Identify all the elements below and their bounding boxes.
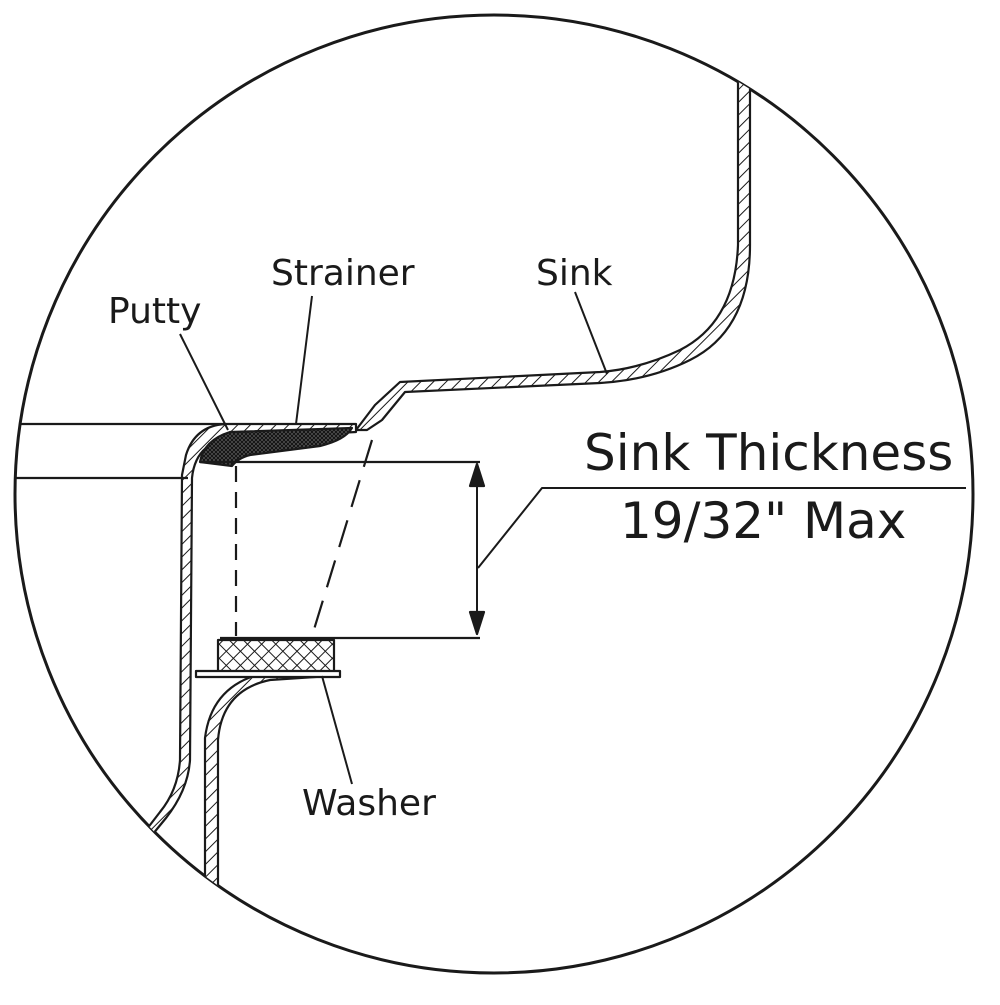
thickness-value: 19/32" Max [620,492,907,550]
dimension-arrow-up [468,462,486,488]
sink-label: Sink [536,253,613,294]
washer-plate [194,669,342,679]
sink-leader-line [574,291,608,375]
putty-layer [198,426,354,468]
washer-block [216,638,336,674]
hidden-line-diagonal [310,439,374,637]
washer-leader-line [321,675,353,785]
putty-label: Putty [108,291,202,332]
sink-wall [354,78,752,432]
dimension-arrow-down [468,610,486,636]
strainer-label: Strainer [271,253,415,294]
washer-label: Washer [302,783,436,824]
putty-leader-line [179,333,229,431]
sink-thickness-block [200,460,480,640]
thickness-title: Sink Thickness [584,424,954,482]
detail-circle-border [13,13,975,975]
thickness-leader-line [477,487,966,569]
strainer-leader-line [295,295,313,425]
